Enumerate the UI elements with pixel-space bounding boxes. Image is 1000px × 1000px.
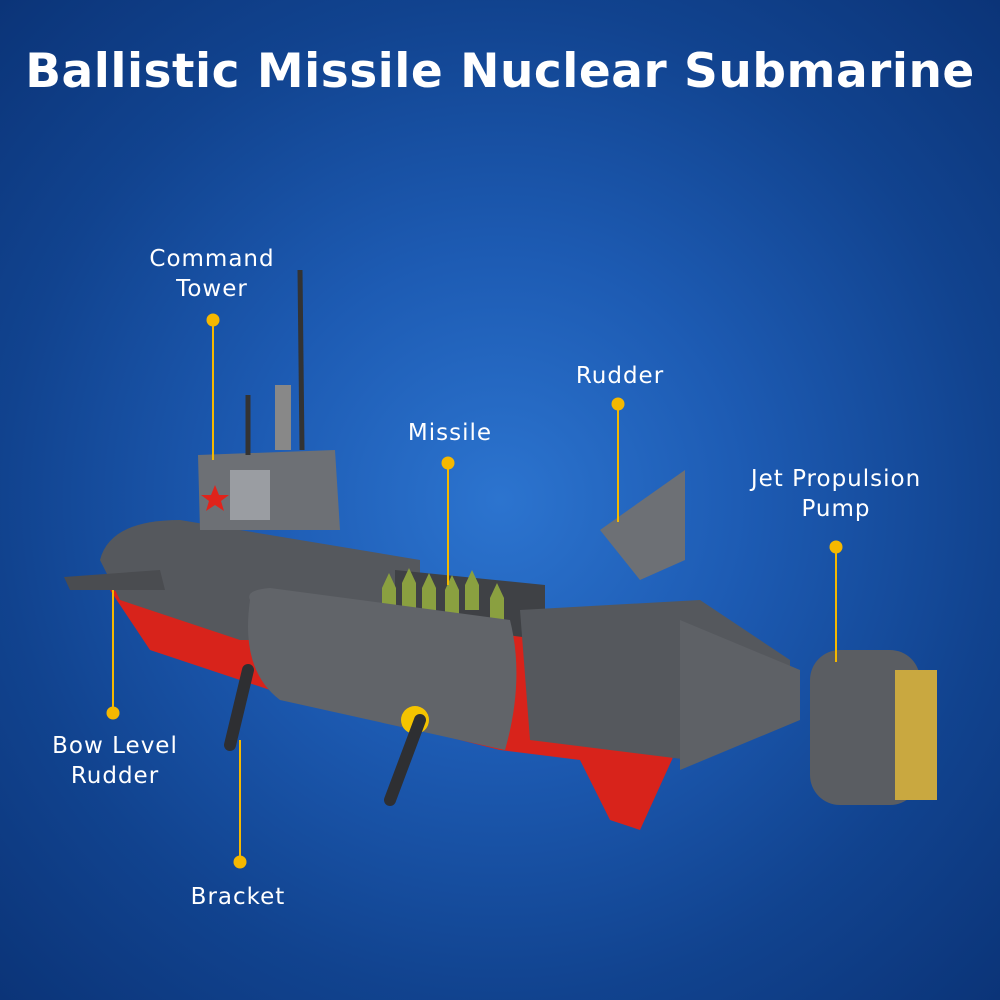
label-bow-level-rudder: Bow Level Rudder (52, 731, 178, 791)
callout-dot (233, 855, 247, 869)
page-title: Ballistic Missile Nuclear Submarine (25, 44, 975, 99)
label-line: Pump (801, 496, 871, 522)
mast (275, 385, 291, 450)
callout-dot (106, 706, 120, 720)
rudder (600, 470, 685, 580)
label-line: Rudder (70, 763, 160, 789)
callout-line (617, 404, 619, 522)
label-command-tower: Command Tower (149, 244, 274, 304)
antenna (297, 269, 305, 451)
callout-line (447, 463, 449, 585)
tower-star (201, 485, 229, 511)
tower-window (230, 470, 270, 520)
label-missile: Missile (407, 420, 493, 446)
label-bracket: Bracket (190, 884, 286, 910)
pump-cone (680, 620, 800, 770)
bow-level-rudder (64, 570, 165, 590)
pump-gold (895, 670, 937, 800)
label-rudder: Rudder (575, 363, 665, 389)
brackets (224, 664, 426, 806)
label-jet-propulsion-pump: Jet Propulsion Pump (751, 464, 921, 524)
jet-propulsion-pump (810, 650, 920, 805)
callout-line (239, 740, 241, 862)
callout-line (112, 590, 114, 713)
label-line: Tower (176, 276, 248, 302)
mid-hull (248, 588, 517, 750)
callout-line (212, 320, 214, 460)
label-line: Bow Level (52, 733, 178, 759)
callout-line (835, 547, 837, 662)
missiles (382, 568, 504, 623)
label-line: Jet Propulsion (750, 466, 922, 492)
label-line: Command (149, 246, 275, 272)
